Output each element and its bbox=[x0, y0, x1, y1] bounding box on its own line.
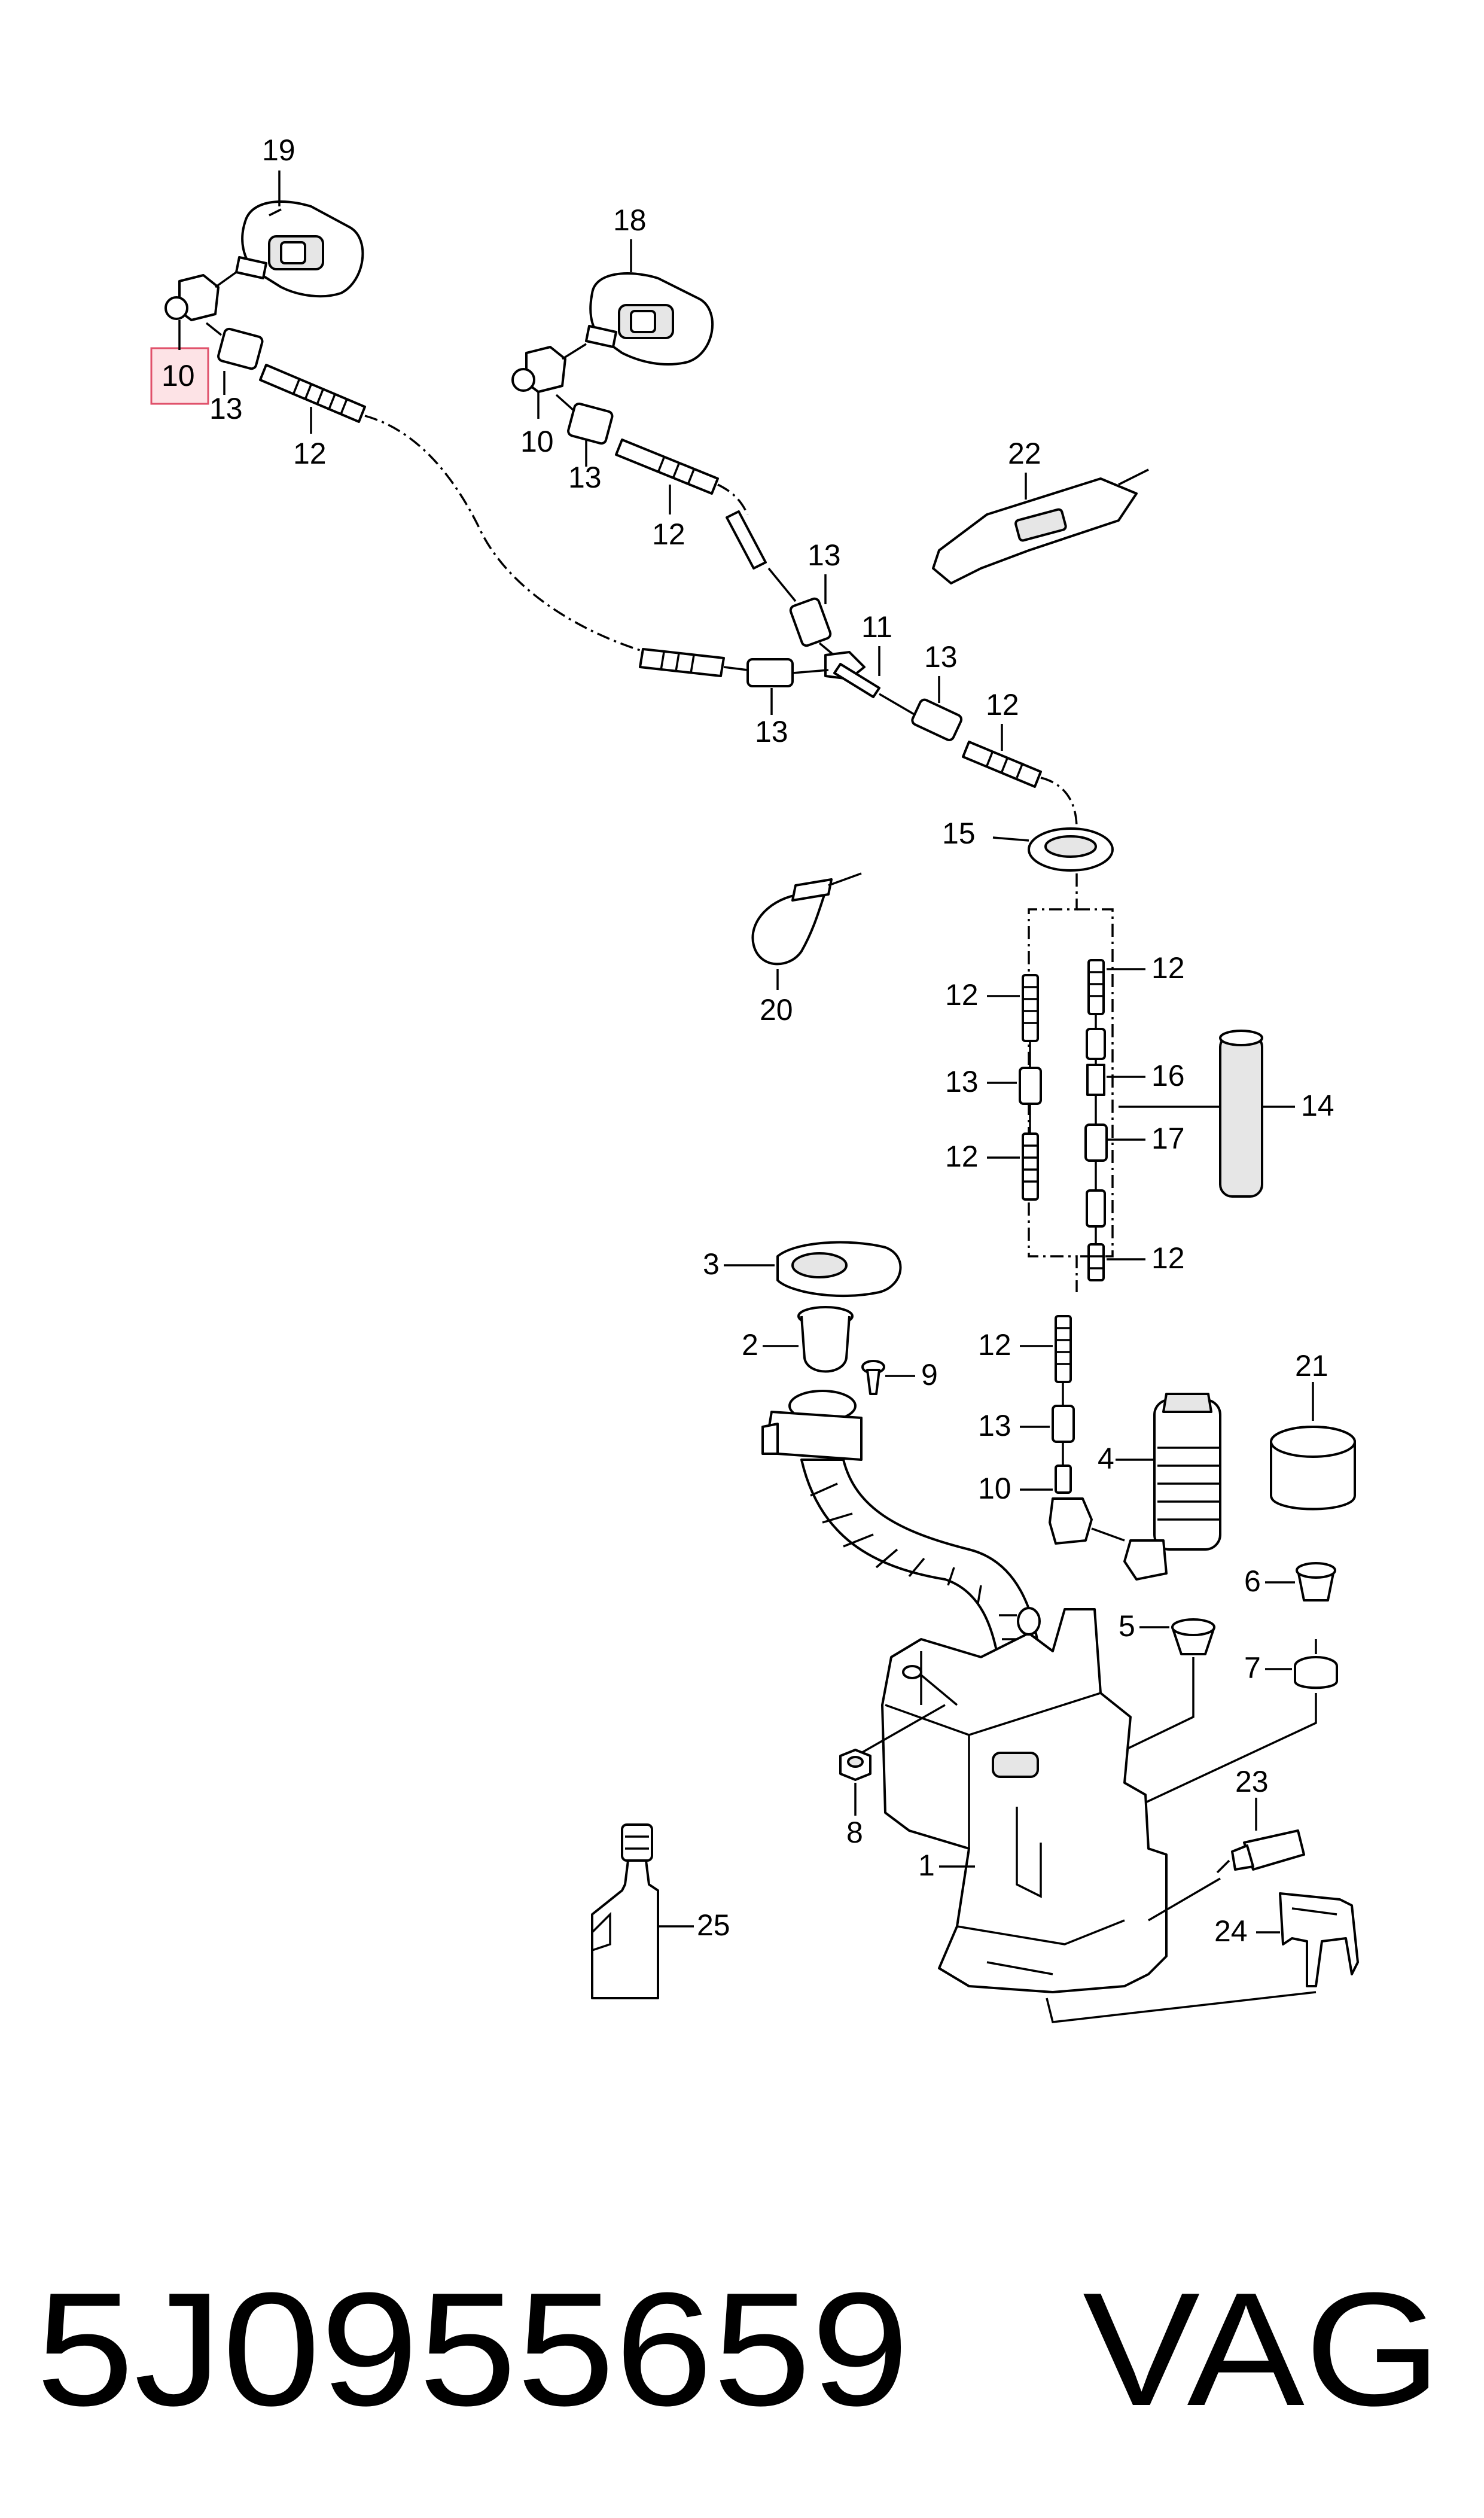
bracket-24 bbox=[1256, 1892, 1359, 1987]
callout-13-b: 13 bbox=[568, 461, 602, 494]
callout-7: 7 bbox=[1244, 1651, 1261, 1685]
callout-12-f: 12 bbox=[945, 1140, 979, 1173]
callout-9: 9 bbox=[921, 1358, 938, 1392]
washer-fluid-bottle-25 bbox=[591, 1823, 694, 1999]
callout-10-c: 10 bbox=[978, 1472, 1011, 1505]
callout-12-b: 12 bbox=[652, 517, 685, 551]
hose-column-left bbox=[987, 974, 1042, 1201]
callout-19: 19 bbox=[262, 133, 295, 167]
hose-connector-10-pump bbox=[1049, 1497, 1125, 1545]
level-sensor-23 bbox=[1148, 1798, 1305, 1922]
callout-12-d: 12 bbox=[1151, 951, 1185, 985]
highlighted-callout-box bbox=[150, 347, 209, 405]
grommet-5 bbox=[1112, 1618, 1215, 1757]
hose-connector-10-middle bbox=[511, 343, 587, 419]
hose-segment-right bbox=[911, 676, 1078, 829]
part-number: 5J0955659 bbox=[36, 2260, 909, 2440]
washer-reservoir-1 bbox=[881, 1607, 1317, 2023]
callout-24: 24 bbox=[1214, 1914, 1248, 1948]
callout-10-b: 10 bbox=[520, 425, 554, 458]
grommet-15 bbox=[992, 827, 1114, 872]
callout-25: 25 bbox=[697, 1908, 730, 1942]
callout-12-c: 12 bbox=[986, 688, 1019, 721]
callout-8: 8 bbox=[846, 1816, 863, 1849]
brand-label: VAG bbox=[1083, 2260, 1442, 2440]
cap-21 bbox=[1270, 1382, 1356, 1511]
filler-cap-3 bbox=[724, 1241, 902, 1298]
callout-21: 21 bbox=[1295, 1349, 1328, 1383]
callout-17: 17 bbox=[1151, 1122, 1185, 1155]
callout-3: 3 bbox=[703, 1247, 720, 1281]
nut-8 bbox=[839, 1704, 946, 1816]
insulation-sleeve-14 bbox=[1219, 1030, 1295, 1198]
hose-bracket-22 bbox=[932, 468, 1149, 584]
callout-4: 4 bbox=[1098, 1442, 1114, 1475]
callout-13-e: 13 bbox=[755, 715, 788, 748]
callout-20: 20 bbox=[760, 993, 793, 1027]
callout-5: 5 bbox=[1119, 1609, 1135, 1643]
strainer-2 bbox=[763, 1306, 854, 1373]
callout-13-c: 13 bbox=[807, 538, 841, 572]
rivet-9 bbox=[861, 1360, 915, 1395]
y-junction-11 bbox=[792, 642, 916, 716]
callout-10-highlighted[interactable]: 10 bbox=[161, 359, 195, 392]
callout-16: 16 bbox=[1151, 1059, 1185, 1092]
callout-13-f: 13 bbox=[945, 1065, 979, 1098]
callout-22: 22 bbox=[1008, 437, 1041, 470]
callout-11: 11 bbox=[861, 610, 892, 644]
washer-pump-4 bbox=[1116, 1393, 1221, 1581]
callout-6: 6 bbox=[1244, 1564, 1261, 1598]
callout-1: 1 bbox=[918, 1849, 935, 1882]
seal-7 bbox=[1136, 1639, 1338, 1808]
hose-connector-10-left bbox=[164, 271, 237, 321]
callout-13-g: 13 bbox=[978, 1409, 1011, 1442]
grommet-6 bbox=[1265, 1562, 1336, 1601]
callout-12-h: 12 bbox=[978, 1328, 1011, 1362]
cable-tie-20 bbox=[751, 872, 862, 990]
callout-18: 18 bbox=[613, 203, 647, 237]
callout-15: 15 bbox=[942, 817, 976, 850]
hose-column-right bbox=[1084, 959, 1220, 1281]
callout-13-a: 13 bbox=[209, 392, 243, 425]
hose-segment-left bbox=[205, 322, 366, 434]
hose-segment-junction-left bbox=[639, 648, 794, 715]
callout-14: 14 bbox=[1301, 1089, 1334, 1122]
hose-column-lower bbox=[1020, 1315, 1075, 1494]
washer-nozzle-19 bbox=[235, 200, 364, 298]
callout-12-a: 12 bbox=[293, 437, 327, 470]
callout-23: 23 bbox=[1235, 1765, 1269, 1798]
callout-labels: 19 18 10 13 12 10 13 12 22 13 11 13 12 1… bbox=[161, 133, 1334, 1948]
hose-run-left bbox=[364, 415, 647, 653]
hose-segment-middle bbox=[555, 394, 832, 647]
callout-13-d: 13 bbox=[924, 640, 958, 674]
callout-12-g: 12 bbox=[1151, 1241, 1185, 1275]
washer-nozzle-18 bbox=[585, 272, 714, 366]
callout-2: 2 bbox=[742, 1328, 758, 1362]
callout-12-e: 12 bbox=[945, 978, 979, 1012]
